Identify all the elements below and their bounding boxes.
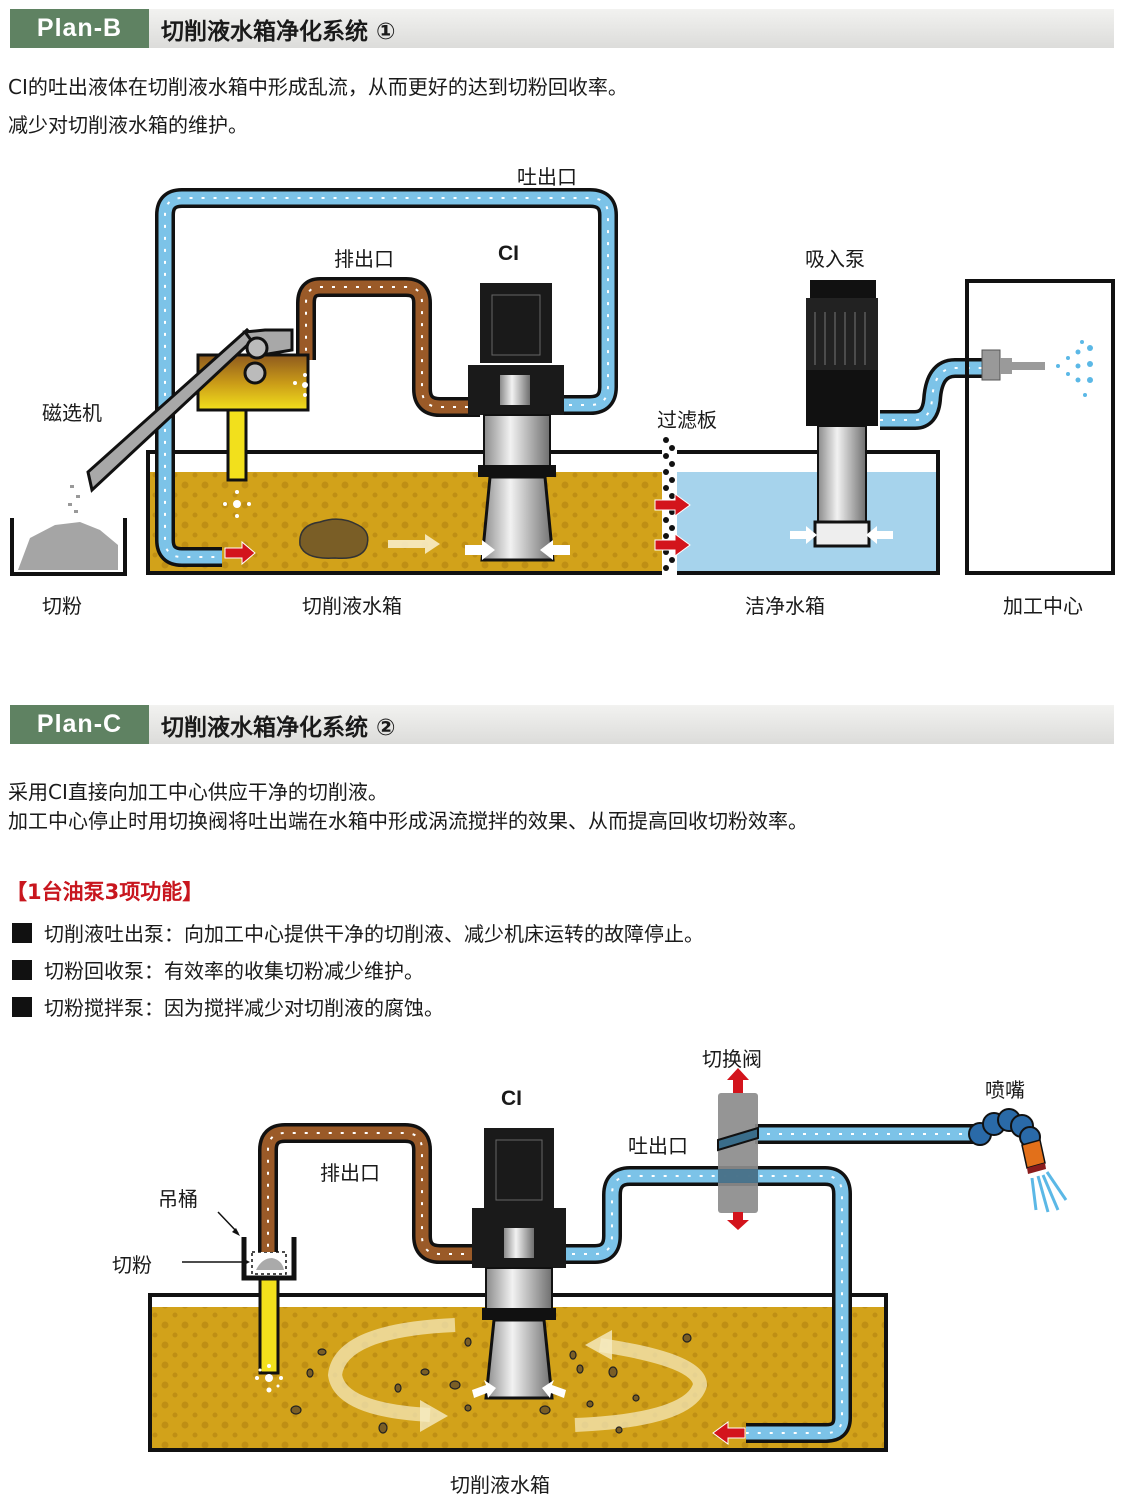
- label-magnetic-separator: 磁选机: [42, 401, 102, 425]
- magnetic-separator: [86, 327, 317, 518]
- label-switch-valve: 切换阀: [702, 1047, 762, 1071]
- chip-bin: [10, 485, 127, 576]
- label-chips-c: 切粉: [112, 1253, 152, 1277]
- discharge-pipe-c: [258, 1123, 476, 1264]
- red-arrow-1: [224, 540, 256, 566]
- bullet-square-icon: [12, 959, 32, 980]
- feature-item: 切粉搅拌泵：因为搅拌减少对切削液的腐蚀。: [12, 992, 444, 1021]
- label-suction-pump: 吸入泵: [805, 247, 865, 271]
- red-arrow-3: [654, 533, 691, 557]
- label-clean-tank: 洁净水箱: [745, 594, 825, 618]
- feature-text: 切削液吐出泵：向加工中心提供干净的切削液、减少机床运转的故障停止。: [44, 922, 704, 946]
- feature-title: 【1台油泵3项功能】: [6, 880, 204, 904]
- label-discharge-c: 排出口: [320, 1161, 380, 1185]
- plan-b-diagram: [10, 188, 1115, 576]
- plan-c-header: Plan-C 切削液水箱净化系统 ②: [10, 705, 1114, 744]
- plan-c-tag: Plan-C: [10, 705, 149, 744]
- label-outlet-c: 吐出口: [628, 1134, 688, 1158]
- plan-c-desc-1: 采用CI直接向加工中心供应干净的切削液。: [8, 780, 388, 804]
- plan-b-tag: Plan-B: [10, 9, 149, 48]
- label-discharge-b: 排出口: [334, 247, 394, 271]
- plan-b-header: Plan-B 切削液水箱净化系统 ①: [10, 9, 1114, 48]
- label-coolant-tank-b: 切削液水箱: [302, 594, 402, 618]
- plan-b-desc-1: CI的吐出液体在切削液水箱中形成乱流，从而更好的达到切粉回收率。: [8, 75, 628, 99]
- discharge-pipe: [296, 277, 480, 417]
- label-bucket: 吊桶: [158, 1187, 198, 1211]
- label-machining-center: 加工中心: [1003, 594, 1083, 618]
- label-coolant-tank-c: 切削液水箱: [450, 1473, 550, 1497]
- machining-center: [965, 279, 1115, 575]
- swirl-arrow-2: [574, 1338, 708, 1432]
- sludge: [299, 518, 369, 560]
- feature-item: 切削液吐出泵：向加工中心提供干净的切削液、减少机床运转的故障停止。: [12, 918, 704, 947]
- chips-particles: [290, 1333, 692, 1434]
- switch-valve: [717, 1068, 759, 1230]
- swirl-arrow-1: [327, 1318, 456, 1422]
- feature-text: 切粉搅拌泵：因为搅拌减少对切削液的腐蚀。: [44, 996, 444, 1020]
- bullet-square-icon: [12, 996, 32, 1017]
- label-outlet-b: 吐出口: [517, 165, 577, 189]
- label-nozzle: 喷嘴: [985, 1078, 1025, 1102]
- suction-pump: [790, 280, 893, 548]
- bucket: [241, 1237, 297, 1393]
- flow-arrow: [388, 534, 440, 554]
- label-filter-plate: 过滤板: [657, 408, 717, 432]
- label-ci-b: CI: [498, 242, 519, 265]
- feature-item: 切粉回收泵：有效率的收集切粉减少维护。: [12, 955, 424, 984]
- red-arrow-2: [654, 493, 691, 517]
- nozzle: [968, 1108, 1068, 1213]
- bullet-square-icon: [12, 922, 32, 943]
- swirl-arrow-head-2: [585, 1330, 612, 1360]
- ci-pump-c: [472, 1128, 566, 1400]
- label-ci-c: CI: [501, 1087, 522, 1110]
- plan-b-desc-2: 减少对切削液水箱的维护。: [8, 113, 248, 137]
- ci-pump: [465, 283, 570, 562]
- plan-c-title: 切削液水箱净化系统 ②: [161, 714, 396, 741]
- plan-c-diagram: [148, 1068, 1068, 1452]
- swirl-arrow-head-1: [420, 1400, 448, 1432]
- label-chips-b: 切粉: [42, 594, 82, 618]
- feature-text: 切粉回收泵：有效率的收集切粉减少维护。: [44, 959, 424, 983]
- plan-c-desc-2: 加工中心停止时用切换阀将吐出端在水箱中形成涡流搅拌的效果、从而提高回收切粉效率。: [8, 809, 808, 833]
- red-arrow-return: [712, 1421, 746, 1445]
- plan-b-title: 切削液水箱净化系统 ①: [161, 18, 396, 45]
